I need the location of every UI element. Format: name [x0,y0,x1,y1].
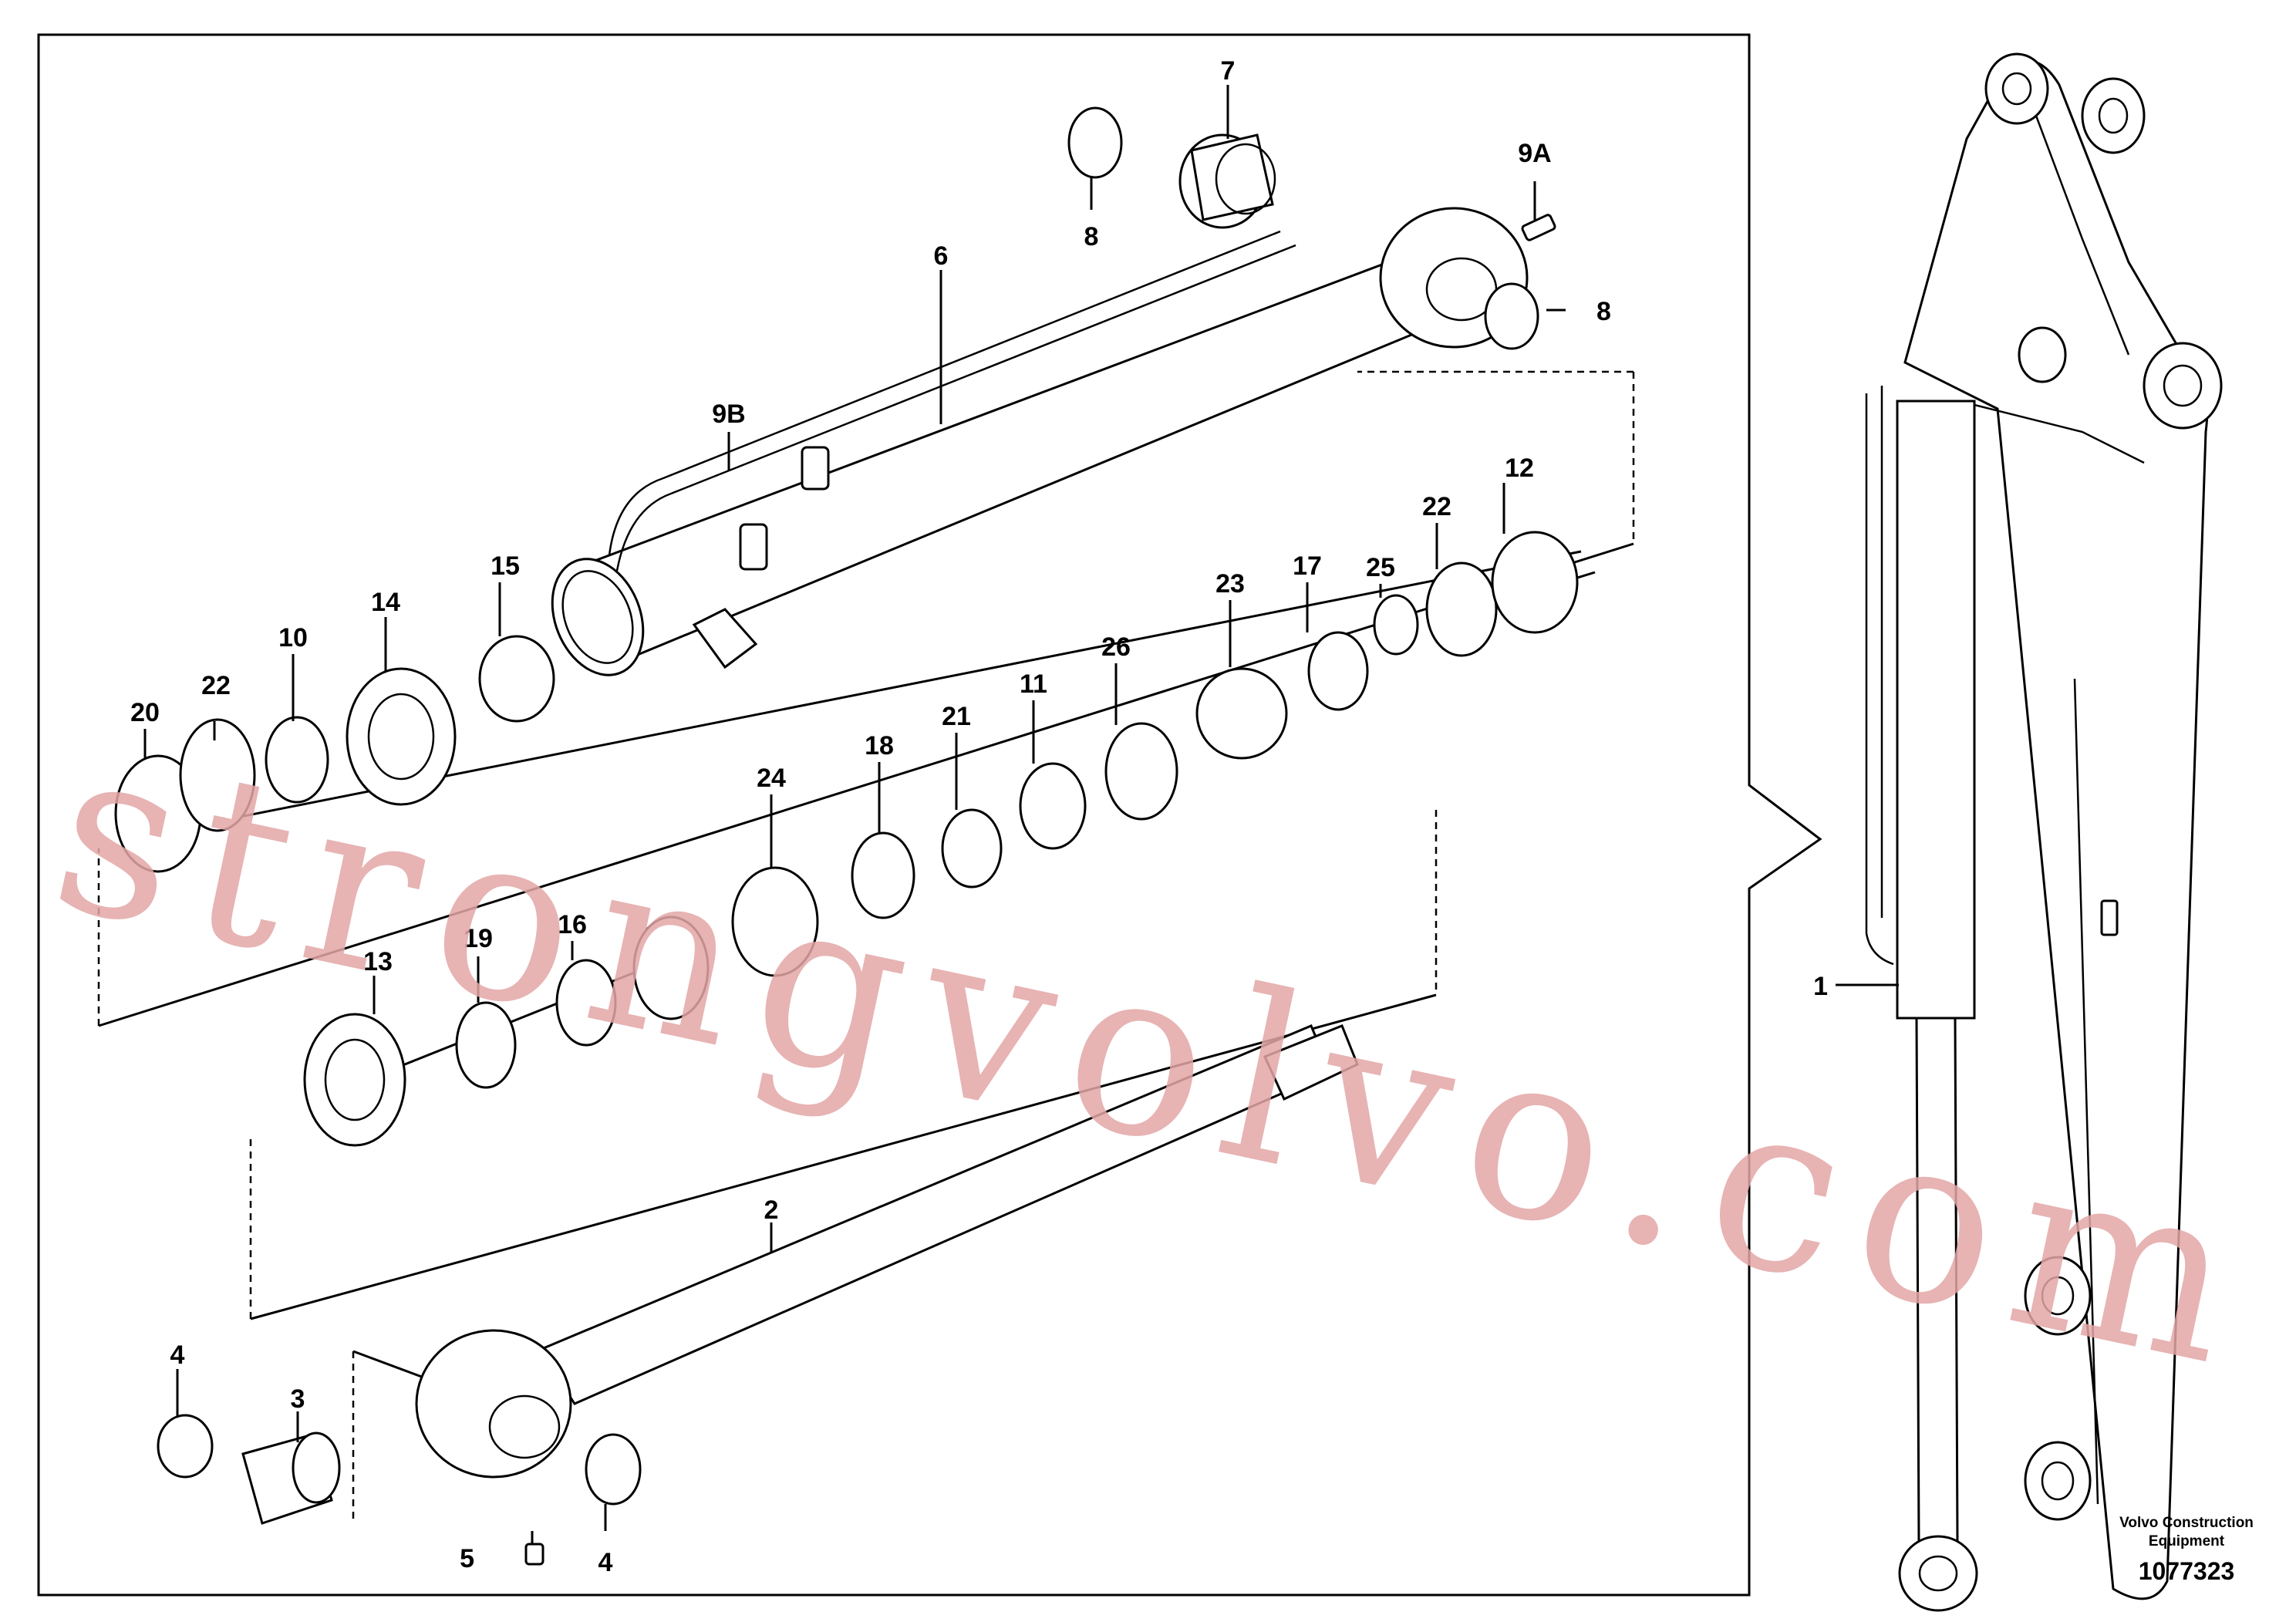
lower-row [303,916,710,1147]
callout-9b: 9B [712,400,745,429]
grease-nipple-5 [524,1543,544,1566]
boom-overview [1865,52,2223,1612]
callout-9a: 9A [1518,139,1551,168]
seal-ring-4-right [585,1433,642,1506]
callout-15: 15 [491,551,520,581]
callout-18: 18 [865,731,894,760]
callout-labels: 1 2 3 4 4 5 6 7 8 8 9A 9B 10 11 12 13 14… [130,56,1828,1577]
callout-13: 13 [363,947,393,976]
callout-2: 2 [764,1195,779,1225]
callout-14: 14 [371,588,400,617]
callout-11: 11 [1020,669,1047,699]
seal-ring-4-left [157,1414,214,1479]
seal-ring-8-top [1067,106,1123,179]
callout-8-right: 8 [1596,297,1611,326]
callout-3: 3 [291,1384,305,1414]
piston-rod [415,1024,1359,1479]
callout-5: 5 [460,1544,474,1573]
brand-line-2: Equipment [2149,1533,2225,1549]
callout-4-right: 4 [598,1548,613,1577]
leader-lines [143,85,1899,1544]
callout-4-left: 4 [170,1340,185,1370]
document-number: 1077323 [2139,1557,2235,1585]
brand-line-1: Volvo Construction [2119,1515,2254,1531]
bushing-3 [241,1431,341,1525]
callout-22-left: 22 [201,671,231,700]
callout-25: 25 [1366,553,1395,582]
hydraulic-pipe [608,230,1296,572]
seal-ring-8-right [1484,282,1539,350]
callout-21: 21 [942,702,971,731]
callout-8-top: 8 [1084,222,1099,251]
upper-seal-row [114,531,1582,977]
callout-7: 7 [1221,56,1236,86]
callout-10: 10 [278,623,308,653]
callout-24: 24 [757,764,786,793]
callout-20: 20 [130,698,160,727]
detail-frame [37,33,1822,1597]
callout-12: 12 [1505,454,1534,483]
callout-19: 19 [464,924,493,953]
callout-6: 6 [934,241,949,271]
callout-23: 23 [1215,569,1245,599]
callout-1: 1 [1813,972,1828,1001]
callout-26: 26 [1101,632,1131,662]
callout-16: 16 [558,910,587,939]
grease-nipple-9a [1521,214,1556,241]
bushing-7 [1178,133,1276,229]
callout-22-right: 22 [1422,492,1451,521]
callout-17: 17 [1293,551,1322,581]
